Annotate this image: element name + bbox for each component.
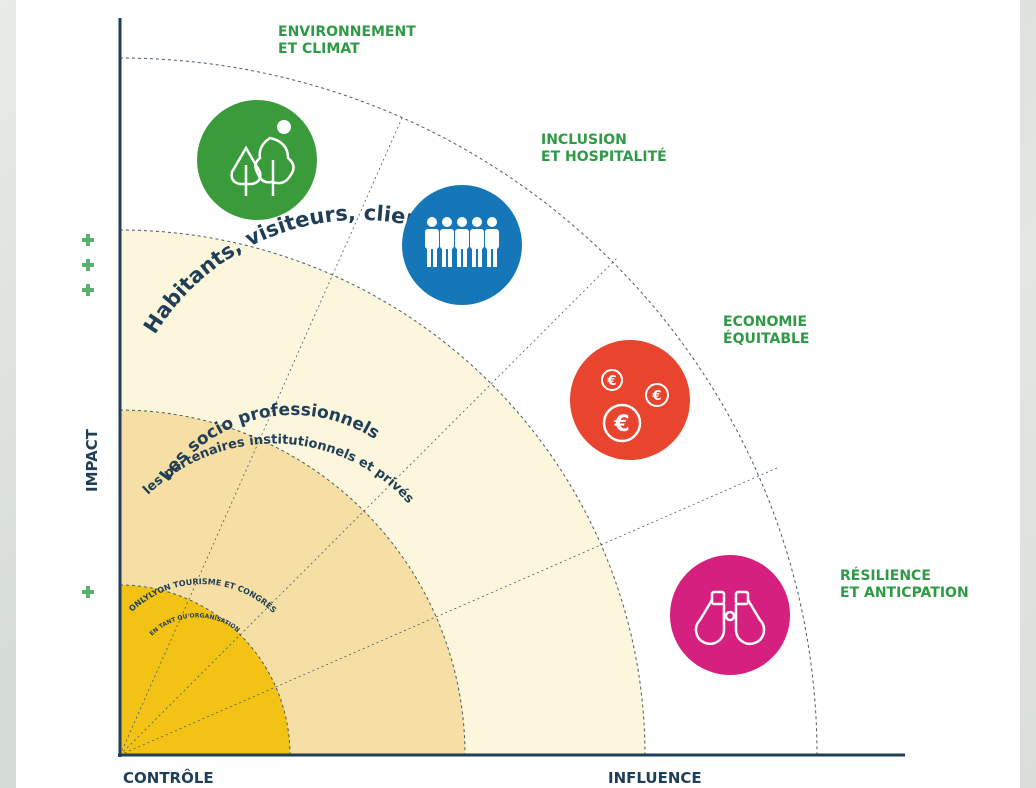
svg-text:ENVIRONNEMENT: ENVIRONNEMENT	[278, 24, 416, 40]
svg-text:ET CLIMAT: ET CLIMAT	[278, 41, 360, 57]
svg-text:ET ANTICPATION: ET ANTICPATION	[840, 585, 969, 601]
svg-text:€: €	[606, 374, 616, 389]
svg-text:€: €	[613, 412, 629, 437]
svg-text:ECONOMIE: ECONOMIE	[723, 314, 807, 330]
sector-label-environment: ENVIRONNEMENT ET CLIMAT	[278, 24, 416, 57]
impact-low-marker	[82, 586, 94, 598]
sector-label-inclusion: INCLUSION ET HOSPITALITÉ	[541, 132, 667, 165]
svg-text:€: €	[651, 389, 661, 404]
x-axis-left-label: CONTRÔLE	[123, 768, 214, 787]
svg-text:RÉSILIENCE: RÉSILIENCE	[840, 567, 931, 584]
sector-label-economy: ECONOMIE ÉQUITABLE	[723, 314, 810, 347]
svg-text:INCLUSION: INCLUSION	[541, 132, 627, 148]
trees-icon	[197, 100, 317, 220]
x-axis-right-label: INFLUENCE	[608, 769, 702, 787]
first-dashed-arc	[119, 584, 291, 756]
sector-label-resilience: RÉSILIENCE ET ANTICPATION	[840, 567, 969, 601]
radial-divider-2	[119, 257, 618, 756]
svg-text:ÉQUITABLE: ÉQUITABLE	[723, 330, 810, 347]
svg-text:ET HOSPITALITÉ: ET HOSPITALITÉ	[541, 148, 667, 165]
radial-divider-1	[119, 117, 403, 756]
binoculars-icon	[670, 555, 790, 675]
impact-high-marker	[82, 234, 94, 296]
outer-dashed-arc	[119, 57, 818, 756]
people-icon	[402, 185, 522, 305]
y-axis-label: IMPACT	[83, 428, 101, 492]
euro-coins-icon: € € €	[570, 340, 690, 460]
